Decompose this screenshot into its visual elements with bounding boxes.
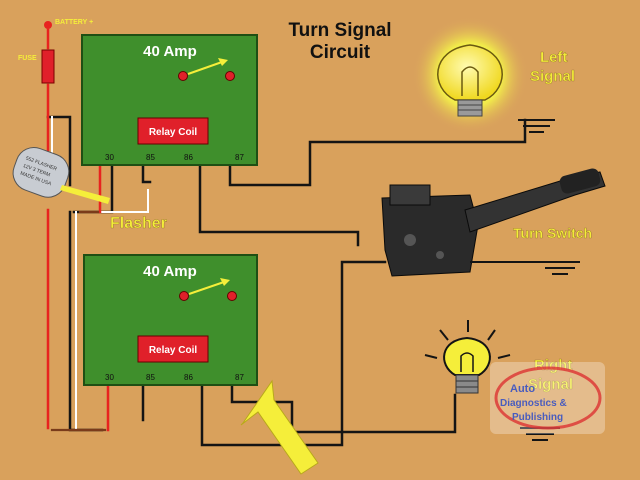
flasher-pointer xyxy=(60,185,110,204)
title-line-2: Circuit xyxy=(310,42,371,63)
watermark-logo: Auto Diagnostics & Publishing xyxy=(490,362,605,434)
fuse-label: FUSE xyxy=(18,55,37,62)
right-signal-bulb: Right Signal xyxy=(424,320,573,394)
watermark-line-2: Diagnostics & xyxy=(500,398,567,409)
pointer-arrow xyxy=(240,379,319,475)
title-line-1: Turn Signal xyxy=(288,20,391,41)
flasher-label: Flasher xyxy=(110,215,167,232)
relay-top-pin-87: 87 xyxy=(235,153,244,162)
relay-top-pin-86: 86 xyxy=(184,153,193,162)
left-signal-label-1: Left xyxy=(540,49,568,66)
relay-bottom-rating: 40 Amp xyxy=(143,263,197,280)
wire-relay2-pin86-to-switch xyxy=(200,260,387,447)
relay-bottom-pin-85: 85 xyxy=(146,373,155,382)
watermark-line-3: Publishing xyxy=(512,412,563,423)
relay-bottom-pin-87: 87 xyxy=(235,373,244,382)
relay-top: 40 Amp Relay Coil 30 85 86 87 xyxy=(81,34,258,166)
relay-bottom-pin-30: 30 xyxy=(105,373,114,382)
relay-top-coil-label: Relay Coil xyxy=(149,127,198,138)
left-signal-label-2: Signal xyxy=(530,68,575,85)
right-signal-label-2: Signal xyxy=(528,376,573,393)
battery-label: BATTERY + xyxy=(55,19,93,26)
watermark-line-1: Auto xyxy=(510,383,535,395)
relay-top-rating: 40 Amp xyxy=(143,43,197,60)
fuse: FUSE xyxy=(18,49,55,84)
relay-bottom-pin-86: 86 xyxy=(184,373,193,382)
wire-relay1-pin30 xyxy=(72,163,114,214)
relay-top-pin-85: 85 xyxy=(146,153,155,162)
left-ground-symbol xyxy=(518,119,555,133)
flasher-unit: 552 FLASHER 12V 3 TERM MADE IN USA Flash… xyxy=(12,147,167,232)
wire-fuse-to-flasher xyxy=(46,115,72,187)
relay-bottom-coil-label: Relay Coil xyxy=(149,345,198,356)
left-signal-bulb: Left Signal xyxy=(412,17,575,133)
turn-switch-label: Turn Switch xyxy=(513,225,592,241)
battery-terminal: BATTERY + xyxy=(44,19,93,29)
relay-bottom: 40 Amp Relay Coil 30 85 86 87 xyxy=(83,254,258,386)
relay-top-pin-30: 30 xyxy=(105,153,114,162)
switch-ground-symbol xyxy=(470,261,580,275)
wire-relay1-pin85 xyxy=(141,163,152,184)
turn-switch: Turn Switch xyxy=(381,168,606,277)
wire-relay1-pin86-to-switch xyxy=(198,163,360,247)
wire-relay1-pin87-to-left-signal xyxy=(228,76,527,187)
diagram-title: Turn Signal Circuit xyxy=(288,20,391,63)
wire-white-3 xyxy=(99,189,149,213)
